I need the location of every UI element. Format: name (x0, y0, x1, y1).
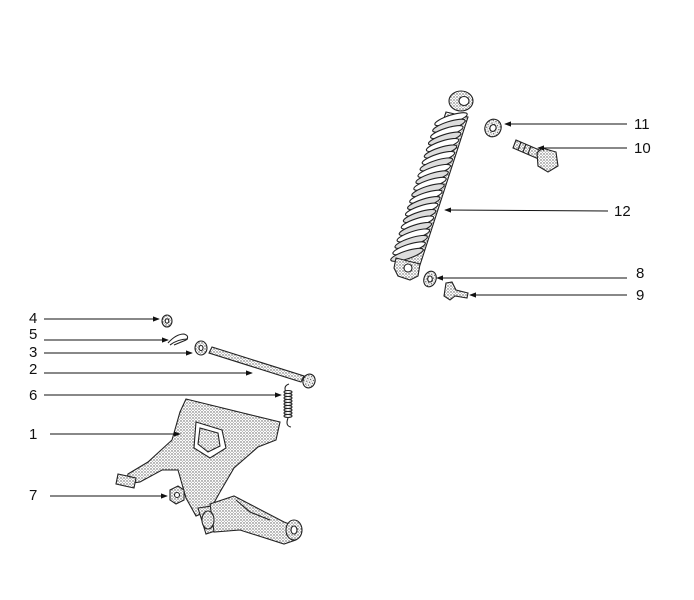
return-spring-coil (283, 413, 293, 419)
leader-lines (44, 121, 627, 499)
callout-7: 7 (29, 487, 37, 504)
bolt-9-drawing (443, 281, 469, 301)
callout-numbers: 11 10 12 8 9 4 5 3 2 6 1 7 (29, 116, 651, 504)
washer-3-drawing (194, 340, 208, 356)
callout-11: 11 (634, 116, 650, 133)
rear-shock-absorber-drawing (390, 90, 474, 281)
callout-8: 8 (636, 265, 644, 282)
bolt-10-drawing (512, 139, 559, 173)
split-pin-5-drawing (167, 333, 189, 346)
nut-7-drawing (169, 485, 185, 505)
stand-pivot-shaft-2-drawing (208, 346, 316, 389)
callout-12: 12 (614, 203, 631, 220)
callout-9: 9 (636, 287, 644, 304)
callout-6: 6 (29, 387, 37, 404)
callout-4: 4 (29, 310, 37, 327)
center-stand-1-drawing (115, 398, 303, 545)
leader-12 (444, 207, 609, 213)
callout-2: 2 (29, 361, 37, 378)
spring-coil (390, 247, 424, 262)
callout-1: 1 (29, 426, 37, 443)
callout-5: 5 (29, 326, 37, 343)
washer-4-drawing (161, 314, 173, 328)
return-spring-6-drawing (283, 383, 293, 428)
callout-10: 10 (634, 140, 651, 157)
washer-8-drawing (423, 270, 437, 288)
washer-11-drawing (484, 118, 502, 138)
callout-3: 3 (29, 344, 37, 361)
